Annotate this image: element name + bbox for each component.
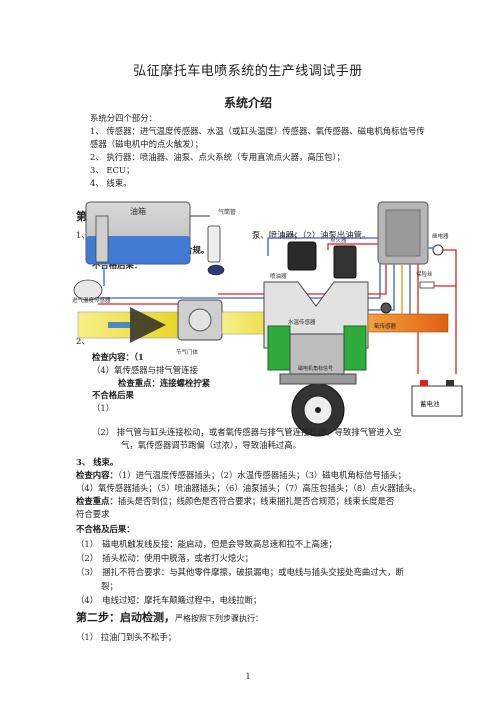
intake-temp-label: 进气温度传感器 xyxy=(72,296,111,304)
wire-fail-item: （3） 捆扎不符合要求：与其他零件摩擦，破损漏电；或电线与插头交接处弯曲过大，断 xyxy=(76,567,404,577)
ignition-module xyxy=(287,241,357,279)
section-title: 系统介绍 xyxy=(223,96,272,110)
engine xyxy=(263,281,369,437)
overlay-text: （2） 排气管与缸头连接松动，或者氧传感器与排气管连接松动，导致排气管进入空 xyxy=(92,427,402,437)
wire-check-items: 检查内容：（1）进气温度传感器插头；（2）水温传感器插头；（3）磁电机角标信号插… xyxy=(76,470,407,480)
intro-line: 3、 ECU； xyxy=(90,165,135,175)
step2-item: （1） 拉油门到头不松手； xyxy=(76,632,177,642)
battery-label: 蓄电池 xyxy=(420,399,440,408)
overlay-text: 不合格后果 xyxy=(92,390,134,400)
wire-heading: 3、 线束。 xyxy=(76,457,119,467)
canister-label: 气筒管 xyxy=(218,208,236,216)
wire-fail-item: （4） 电线过短：摩托车颠簸过程中，电线拉断； xyxy=(76,595,262,605)
overlay-text: 检查重点：连接螺栓拧紧 xyxy=(118,378,211,388)
efi-system-diagram: 油箱 气筒管 高压包 点火器 继电器 保险丝 xyxy=(72,201,463,437)
canister xyxy=(190,215,225,276)
wire-fail-item: （1） 磁电机触发线反接：能启动，但是会导致高怠速和拉不上高速； xyxy=(76,539,337,549)
wire-fail-item: 裂； xyxy=(76,581,118,591)
oxygen-label: 氧传感器 xyxy=(374,322,397,330)
injector-label: 喷油器 xyxy=(270,272,287,280)
overlay-text: 2、 xyxy=(76,336,90,346)
ignition-label: 点火器 xyxy=(330,237,347,244)
step2-heading: 第二步：启动检测，严格按照下列步骤执行： xyxy=(76,611,263,624)
fuse-icon xyxy=(419,281,435,289)
fuse-label: 保险丝 xyxy=(416,270,433,278)
hv-coil-label: 高压包 xyxy=(280,232,297,240)
page-number: 1 xyxy=(245,672,251,681)
intro-line: 1、 传感器：进气温度传感器、水温（或缸头温度）传感器、氧传感器、磁电机角标信号… xyxy=(90,126,425,136)
relay-label: 继电器 xyxy=(432,232,449,240)
wire-fail-item: （2） 插头松动：使用中脱落，或者打火熄火； xyxy=(76,553,254,563)
wire-focus: 检查重点：插头是否到位；线颜色是否符合要求；线束捆扎是否合规范；线束长度是否 xyxy=(76,496,395,506)
intro-line: 4、 线束。 xyxy=(90,178,132,188)
battery xyxy=(411,380,463,417)
wire-fail-label: 不合格及后果： xyxy=(76,524,135,534)
step1-heading-fragment: 第 xyxy=(76,210,87,223)
overlay-text: 气，氧传感器调节跑偏（过浓），导致油耗过高。 xyxy=(121,440,302,450)
exhaust-pipe xyxy=(367,302,449,333)
wire-focus-2: 符合要求 xyxy=(76,509,110,519)
throttle-label: 节气门体 xyxy=(176,348,199,356)
fuel-tank xyxy=(85,201,191,265)
overlay-text: 不合格后果： xyxy=(92,260,143,270)
fuel-tank-label: 油箱 xyxy=(130,206,146,216)
overlay-text: 检查内容：（1 xyxy=(92,352,144,362)
intro-line: 2、 执行器：喷油器、油泵、点火系统（专用直流点火器，高压包）； xyxy=(90,152,346,162)
overlay-text: 1、 xyxy=(76,230,90,240)
intro-line: 系统分四个部分： xyxy=(90,113,157,123)
intro-line: 感器（磁电机中的点火触发）； xyxy=(90,139,204,149)
magneto-label: 磁电机角标信号 xyxy=(298,365,333,372)
relay-icon xyxy=(432,244,444,256)
overlay-text: （1） xyxy=(92,403,115,413)
overlay-text: （4）氧传感器与排气管连接 xyxy=(92,365,198,375)
ecu-box xyxy=(377,201,429,265)
intake-assembly xyxy=(73,279,293,343)
overlay-text: 泵、喷油器；（2）油泵出油管。 xyxy=(252,230,371,240)
wire-check-items-2: （4）氧传感器插头；（5）喷油器插头；（6）油泵插头；（7）高压包插头；（8）点… xyxy=(76,483,421,493)
water-temp-label: 水温传感器 xyxy=(288,318,316,326)
document-title: 弘征摩托车电喷系统的生产线调试手册 xyxy=(133,64,363,79)
